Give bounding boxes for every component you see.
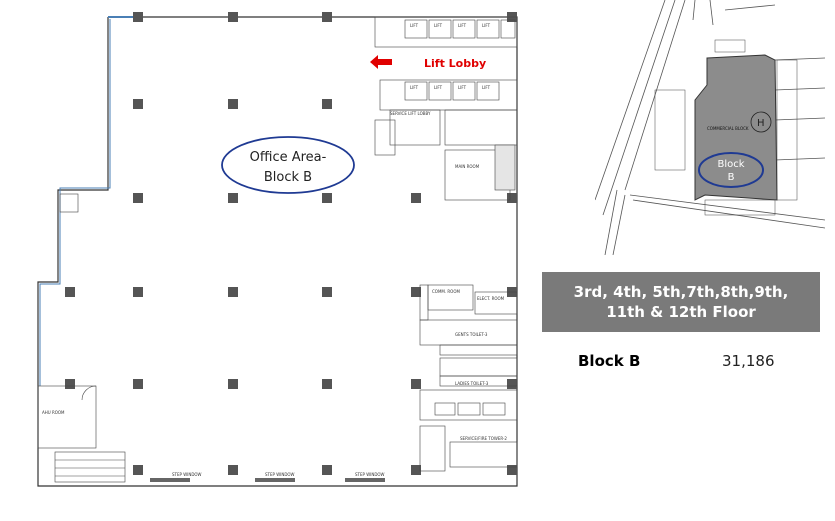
column [507, 465, 517, 475]
column [322, 465, 332, 475]
svg-text:STEP WINDOW: STEP WINDOW [355, 472, 385, 477]
column [322, 379, 332, 389]
svg-text:LADIES TOILET-3: LADIES TOILET-3 [455, 381, 489, 386]
site-block-b-line1: Block [717, 159, 744, 170]
svg-text:LIFT: LIFT [458, 85, 467, 90]
svg-text:SERVICE/FIRE TOWER-2: SERVICE/FIRE TOWER-2 [460, 436, 507, 441]
site-roads [595, 0, 825, 255]
column [411, 465, 421, 475]
lift-lobby-label: Lift Lobby [424, 57, 486, 70]
helipad-icon [750, 111, 772, 133]
step-windows [150, 478, 385, 482]
step-window-labels: STEP WINDOW STEP WINDOW STEP WINDOW [172, 472, 385, 477]
svg-text:LIFT: LIFT [410, 23, 419, 28]
column [322, 12, 332, 22]
svg-text:GENTS TOILET-3: GENTS TOILET-3 [455, 332, 488, 337]
column [411, 193, 421, 203]
office-area-title: Office Area- [250, 150, 327, 165]
column [133, 12, 143, 22]
column [65, 379, 75, 389]
column [65, 287, 75, 297]
column [133, 99, 143, 109]
column [322, 193, 332, 203]
svg-text:LIFT: LIFT [482, 23, 491, 28]
column [228, 379, 238, 389]
site-block-b-callout [698, 152, 764, 188]
block-area-value: 31,186 [722, 352, 775, 370]
column [228, 99, 238, 109]
svg-text:LIFT: LIFT [434, 23, 443, 28]
site-plan: H COMMERCIAL BLOCK Block B [595, 0, 825, 255]
column [322, 287, 332, 297]
curtain-wall [39, 16, 140, 386]
service-core [419, 284, 518, 472]
svg-text:STEP WINDOW: STEP WINDOW [172, 472, 202, 477]
column [507, 193, 517, 203]
lift-core [374, 16, 518, 201]
column [411, 379, 421, 389]
ahu-area [37, 193, 126, 483]
svg-text:MAIN ROOM: MAIN ROOM [455, 164, 480, 169]
svg-text:ELECT. ROOM: ELECT. ROOM [477, 296, 505, 301]
svg-text:COMM. ROOM: COMM. ROOM [432, 289, 460, 294]
floors-line-1: 3rd, 4th, 5th,7th,8th,9th, [573, 283, 789, 301]
floors-banner: 3rd, 4th, 5th,7th,8th,9th, 11th & 12th F… [542, 272, 820, 332]
block-label: Block B [578, 352, 641, 370]
site-block-b-line2: B [728, 172, 735, 183]
service-core-labels: COMM. ROOM ELECT. ROOM GENTS TOILET-3 LA… [432, 289, 507, 441]
site-parking [654, 39, 798, 216]
svg-text:LIFT: LIFT [410, 85, 419, 90]
column [228, 12, 238, 22]
column [133, 379, 143, 389]
lift-lobby-arrow-icon [370, 55, 392, 69]
floors-line-2: 11th & 12th Floor [606, 303, 756, 321]
office-area-callout [221, 136, 355, 194]
column [133, 193, 143, 203]
column-grid [65, 12, 517, 475]
svg-text:LIFT: LIFT [434, 85, 443, 90]
svg-text:LIFT: LIFT [482, 85, 491, 90]
column [411, 287, 421, 297]
svg-text:STEP WINDOW: STEP WINDOW [265, 472, 295, 477]
helipad-letter: H [757, 118, 765, 129]
column [507, 379, 517, 389]
column [133, 287, 143, 297]
office-area-block: Block B [264, 170, 312, 185]
column [322, 99, 332, 109]
column [228, 287, 238, 297]
commercial-block-label: COMMERCIAL BLOCK [707, 126, 749, 131]
column [133, 465, 143, 475]
floor-plan: LIFT LIFT LIFT LIFT LIFT LIFT LIFT LIFT … [37, 12, 518, 487]
column [228, 465, 238, 475]
column [228, 193, 238, 203]
svg-text:LIFT: LIFT [458, 23, 467, 28]
lift-labels: LIFT LIFT LIFT LIFT LIFT LIFT LIFT LIFT … [390, 23, 491, 169]
ahu-room-label: AHU ROOM [42, 410, 65, 415]
svg-text:SERVICE LIFT LOBBY: SERVICE LIFT LOBBY [390, 111, 431, 116]
